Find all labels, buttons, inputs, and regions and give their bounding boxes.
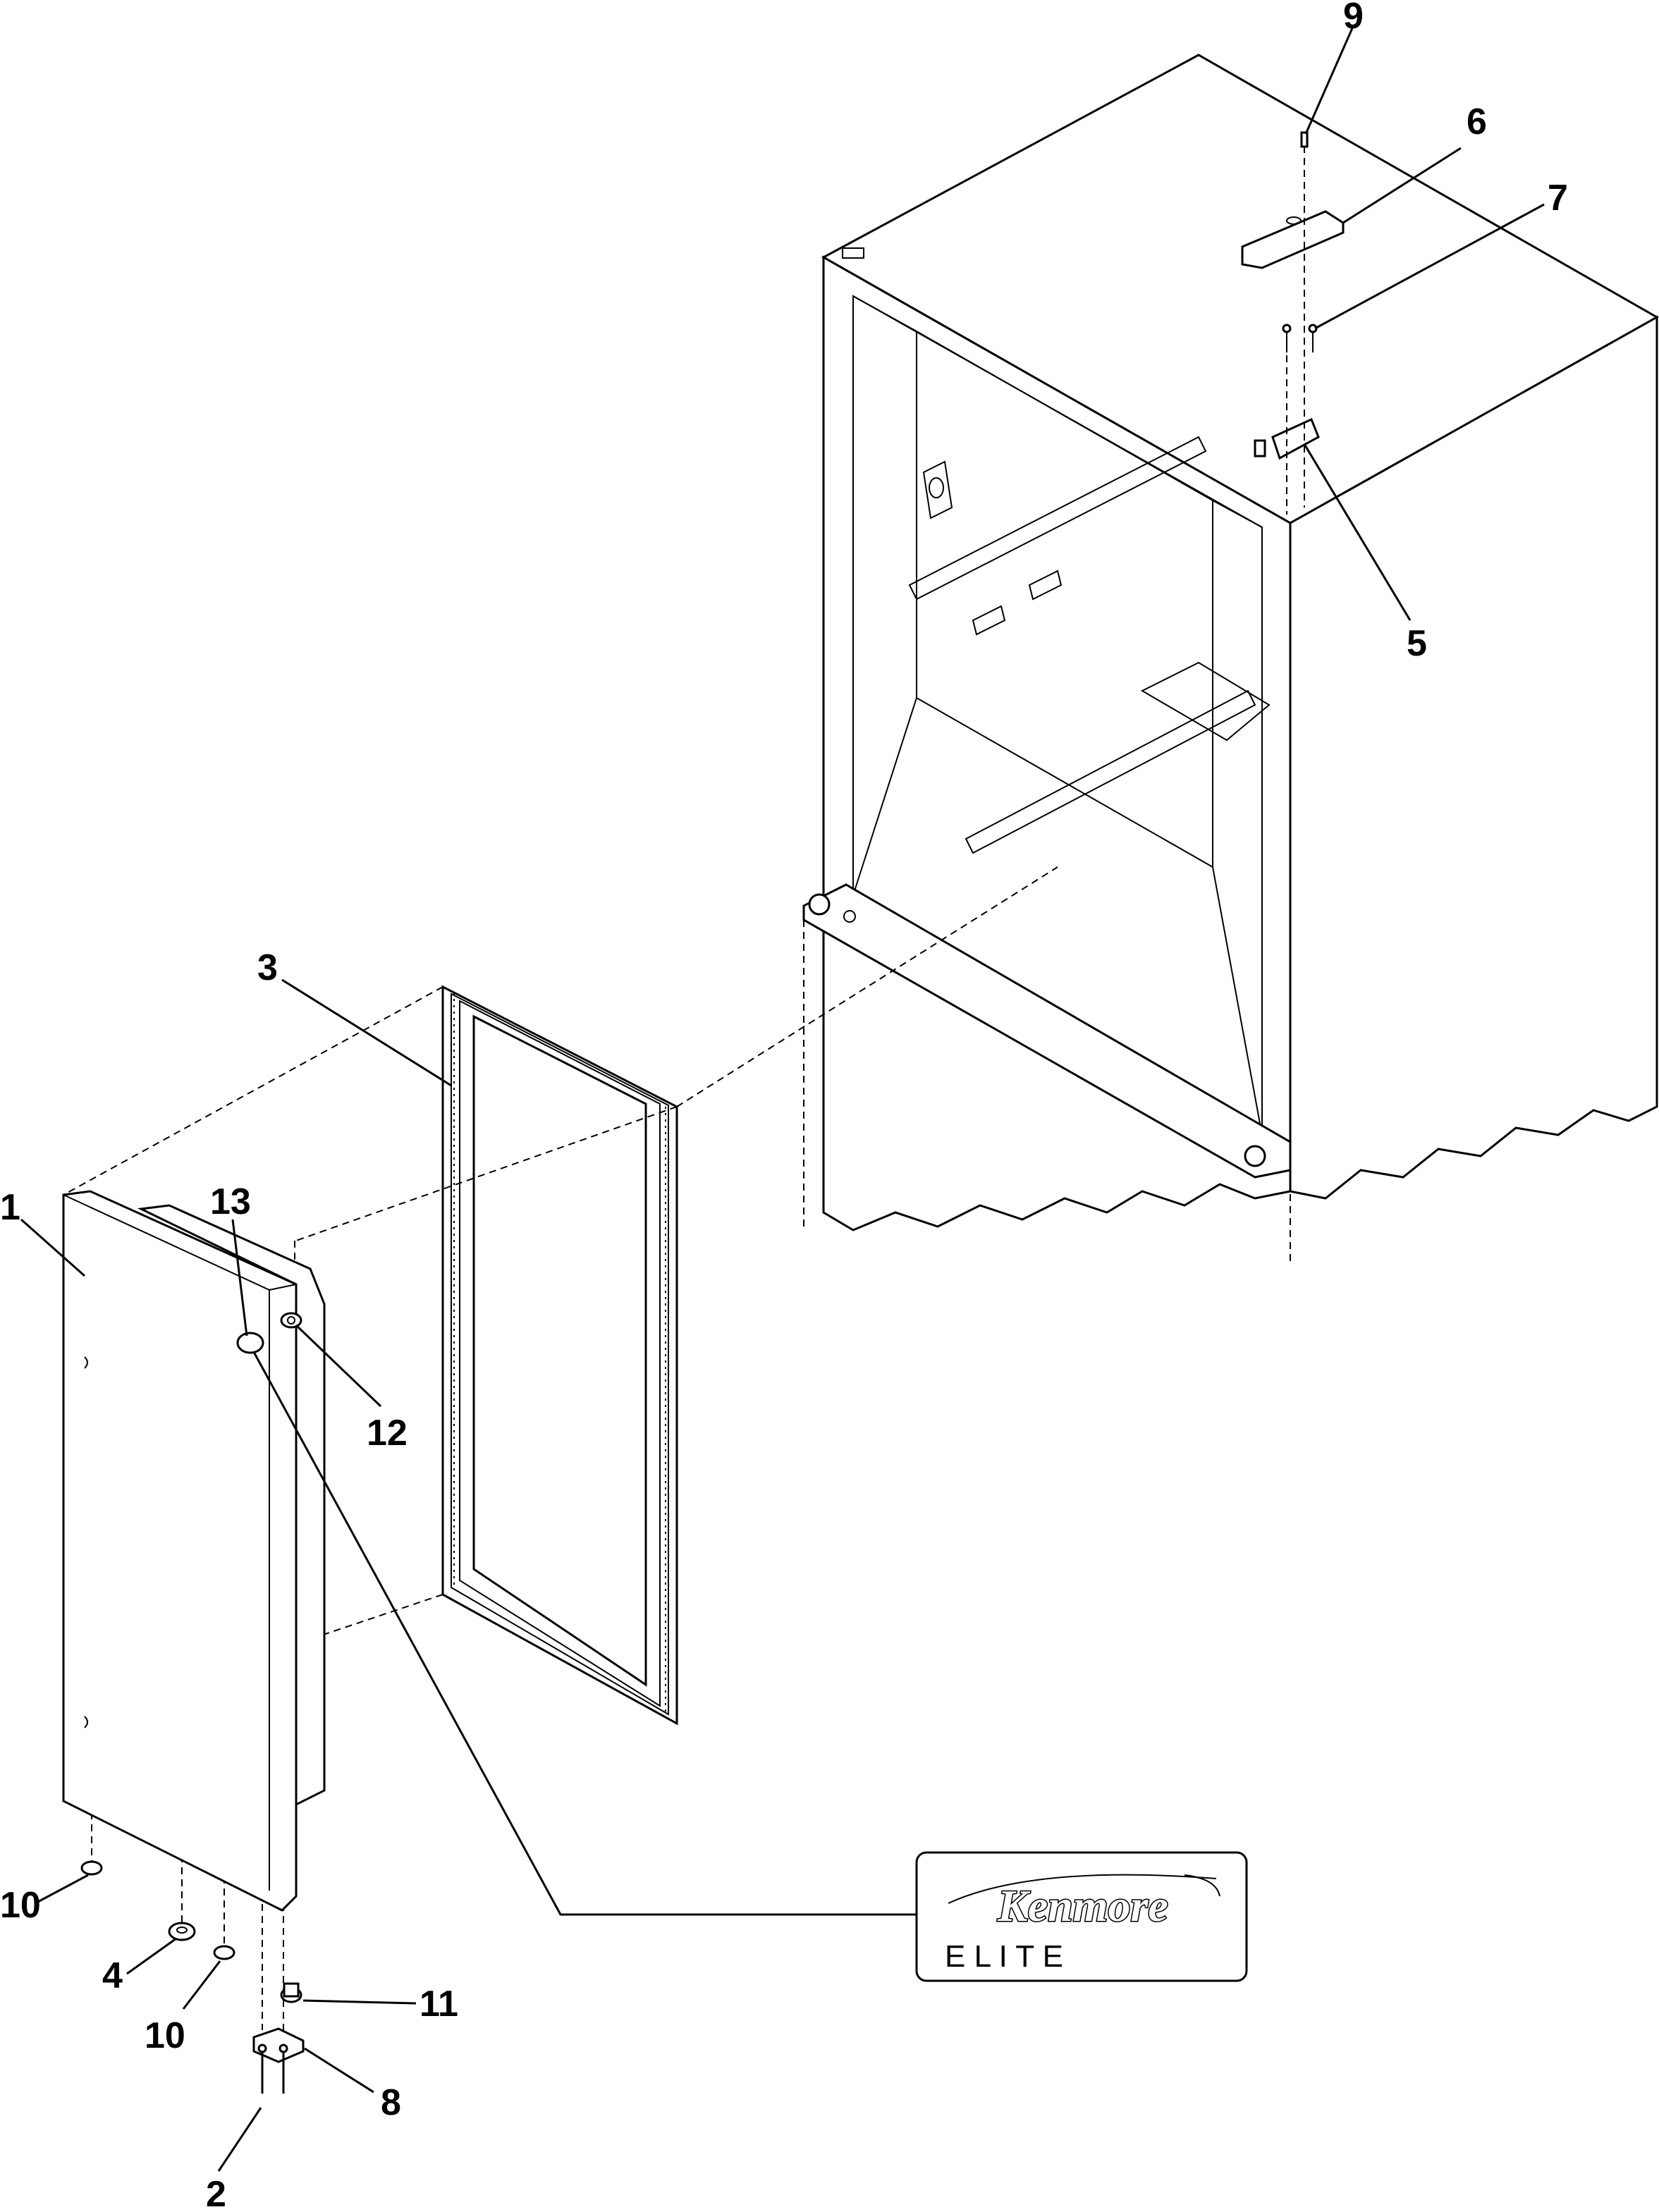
badge-brand: Kenmore [997, 1881, 1168, 1931]
top-hinge-assembly [1241, 131, 1345, 515]
bottom-hinge [252, 2027, 305, 2063]
callout-5: 5 [1407, 623, 1427, 664]
callout-6: 6 [1467, 102, 1487, 142]
callout-10-right: 10 [145, 2015, 185, 2056]
badge-line: E L I T E [945, 1939, 1063, 1974]
callout-10-left: 10 [0, 1885, 41, 1926]
callout-7: 7 [1548, 178, 1568, 219]
door-stop-right [213, 1945, 235, 1960]
kenmore-elite-badge: Kenmore E L I T E [915, 1851, 1248, 1982]
callout-2: 2 [206, 2174, 226, 2212]
top-hinge [1271, 417, 1320, 460]
hinge-cover [1241, 210, 1345, 269]
leader-lines [20, 27, 1545, 2172]
callout-12: 12 [367, 1413, 408, 1454]
callout-8: 8 [381, 2082, 401, 2123]
door-gasket [441, 985, 678, 1726]
callout-13: 13 [210, 1181, 251, 1222]
door-stop-left [80, 1860, 103, 1876]
callout-1: 1 [0, 1187, 20, 1228]
callout-9: 9 [1343, 0, 1364, 37]
callout-4: 4 [102, 1955, 123, 1996]
callout-labels: 9 6 7 5 3 1 13 12 10 4 10 11 8 2 [0, 0, 1568, 2212]
bottom-hardware [80, 1860, 305, 2094]
callout-11: 11 [420, 1984, 458, 2024]
door-cam [168, 1922, 196, 1941]
refrigerator-cabinet [802, 54, 1659, 1262]
callout-3: 3 [257, 947, 278, 988]
freezer-door [62, 1190, 326, 1912]
